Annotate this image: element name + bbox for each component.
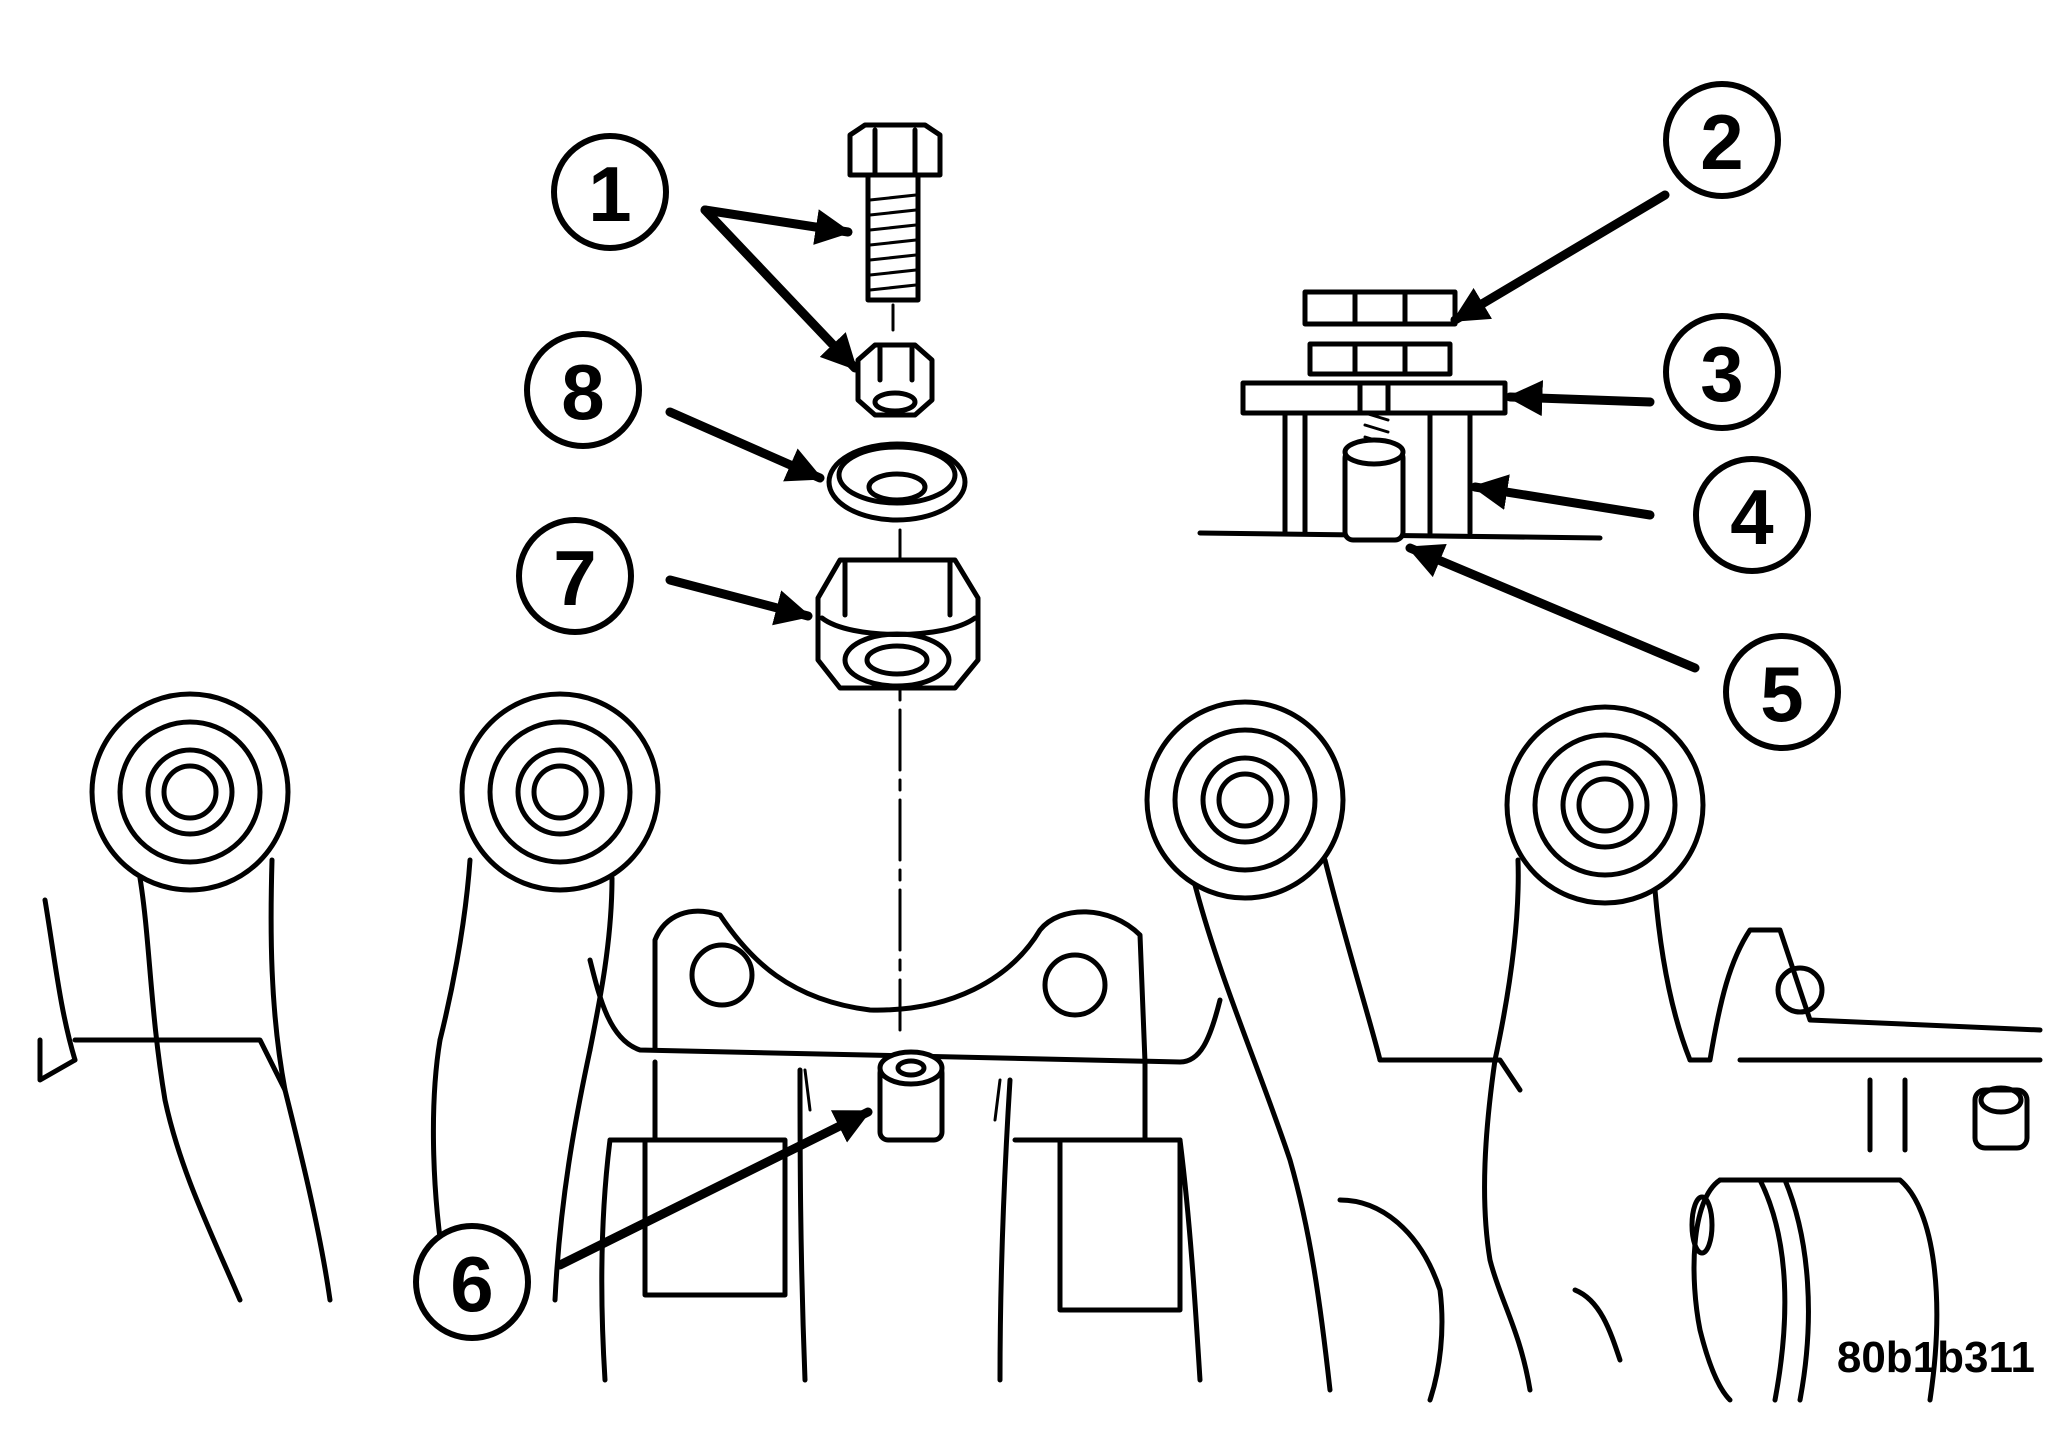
callout-6: 6 [413, 1223, 531, 1341]
callout-5: 5 [1723, 633, 1841, 751]
callout-5-label: 5 [1760, 650, 1803, 738]
callout-4-label: 4 [1730, 473, 1773, 561]
callout-1-label: 1 [588, 150, 631, 238]
callout-2: 2 [1663, 81, 1781, 199]
callout-3: 3 [1663, 313, 1781, 431]
dowel-pin [877, 1049, 945, 1143]
rocker-arm-left-1 [89, 691, 333, 1303]
rocker-arm-assembly [37, 691, 2043, 1403]
rocker-arm-right-2 [1482, 704, 1706, 1393]
callout-6-label: 6 [450, 1240, 493, 1328]
nut [855, 342, 935, 418]
bolt [847, 122, 943, 332]
right-pedestal [1572, 927, 2043, 1403]
inset-detail [1197, 289, 1603, 543]
callout-arrows [555, 190, 1700, 1270]
callout-7: 7 [516, 517, 634, 635]
callout-2-label: 2 [1700, 98, 1743, 186]
rocker-arm-left-2 [430, 691, 661, 1303]
callout-8: 8 [524, 331, 642, 449]
callout-7-label: 7 [553, 534, 596, 622]
large-nut [815, 557, 981, 691]
callout-3-label: 3 [1700, 330, 1743, 418]
callout-4: 4 [1693, 456, 1811, 574]
callout-8-label: 8 [561, 348, 604, 436]
figure-code: 80b1b311 [1837, 1333, 2035, 1382]
hardware-stack [815, 122, 981, 1143]
rocker-arm-right-1 [1144, 699, 1523, 1403]
bearing-cap [587, 908, 1223, 1383]
washer [826, 441, 968, 523]
callout-1: 1 [551, 133, 669, 251]
